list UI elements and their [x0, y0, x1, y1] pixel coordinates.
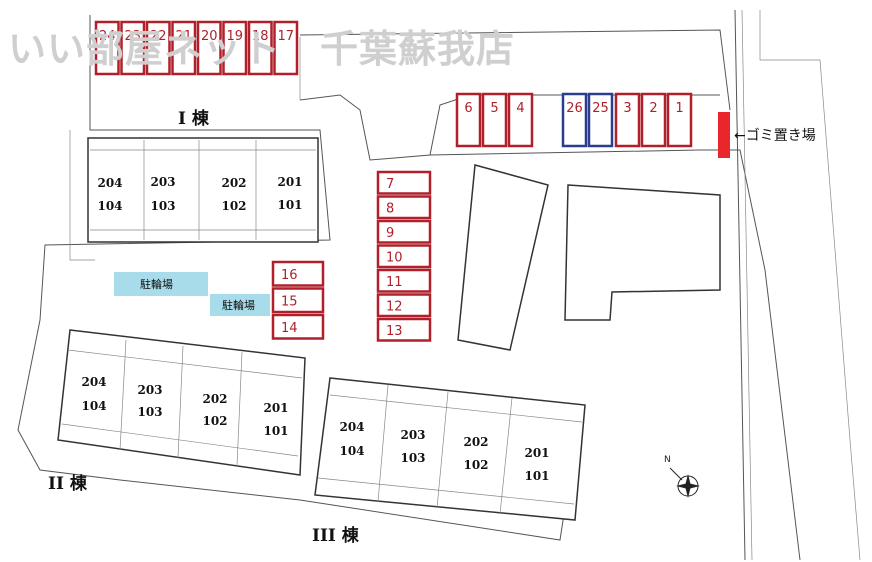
parking-slot-number: 25 — [592, 101, 609, 116]
garbage-area: ←ゴミ置き場 — [718, 112, 816, 158]
bicycle-parking-label-1: 駐輪場 — [140, 277, 173, 291]
parking-slot-number: 24 — [99, 29, 116, 44]
unit-lower: 103 — [400, 451, 425, 465]
outline-structures — [457, 164, 721, 351]
parking-slot-number: 17 — [277, 29, 294, 44]
unit-upper: 202 — [463, 435, 488, 449]
unit-upper: 203 — [137, 383, 162, 397]
unit-upper: 204 — [81, 375, 106, 389]
parking-slot-26 — [561, 92, 588, 148]
unit-upper: 203 — [150, 175, 175, 189]
parking-slot-4 — [507, 92, 534, 148]
parking-slot-11 — [376, 268, 432, 293]
parking-slot-number: 3 — [623, 101, 631, 116]
unit-lower: 101 — [524, 469, 549, 483]
parking-slot-14 — [271, 313, 325, 340]
parking-slot-18 — [247, 20, 273, 76]
parking-slot-number: 26 — [566, 101, 583, 116]
unit-lower: 103 — [137, 405, 162, 419]
parking-slot-23 — [120, 20, 146, 76]
parking-slot-21 — [171, 20, 197, 76]
unit-lower: 101 — [277, 198, 302, 212]
unit-upper: 201 — [277, 175, 302, 189]
unit-lower: 103 — [150, 199, 175, 213]
parking-slot-24 — [94, 20, 120, 76]
parking-slot-22 — [145, 20, 171, 76]
parking-slot-number: 15 — [281, 294, 298, 309]
building-1 — [87, 137, 319, 243]
unit-lower: 104 — [97, 199, 122, 213]
parking-slot-number: 6 — [464, 101, 472, 116]
parking-slot-number: 11 — [386, 275, 403, 290]
parking-slot-number: 10 — [386, 250, 403, 265]
bicycle-parking-label-2: 駐輪場 — [222, 298, 255, 312]
parking-slot-number: 9 — [386, 226, 394, 241]
parking-slot-8 — [376, 195, 432, 220]
parking-slot-number: 2 — [649, 101, 657, 116]
unit-lower: 102 — [202, 414, 227, 428]
parking-slot-number: 18 — [252, 29, 269, 44]
parking-slot-number: 12 — [386, 299, 403, 314]
parking-slot-number: 8 — [386, 201, 394, 216]
compass-icon: N — [664, 455, 700, 498]
unit-lower: 102 — [463, 458, 488, 472]
unit-upper: 202 — [221, 176, 246, 190]
parking-slot-number: 22 — [150, 29, 167, 44]
parking-slot-number: 20 — [201, 29, 218, 44]
unit-upper: 204 — [97, 176, 122, 190]
building-3 — [314, 377, 586, 521]
building-1-label: I 棟 — [178, 108, 210, 129]
bicycle-parking-area-1 — [114, 272, 208, 296]
unit-upper: 202 — [202, 392, 227, 406]
garbage-label: ←ゴミ置き場 — [734, 127, 816, 144]
garbage-box — [718, 112, 730, 158]
parking-slot-12 — [376, 293, 432, 318]
parking-slot-number: 21 — [175, 29, 192, 44]
building-3-label: III 棟 — [312, 525, 360, 546]
unit-upper: 201 — [524, 446, 549, 460]
parking-slot-number: 19 — [226, 29, 243, 44]
parking-slot-25 — [587, 92, 614, 148]
parking-slot-13 — [376, 317, 432, 342]
parking-slot-number: 16 — [281, 268, 298, 283]
parking-slot-16 — [271, 260, 325, 287]
parking-slot-3 — [614, 92, 641, 148]
svg-text:N: N — [664, 455, 671, 465]
parking-slot-number: 7 — [386, 177, 394, 192]
bicycle-parking: 駐輪場 駐輪場 — [114, 272, 270, 316]
parking-slot-number: 1 — [675, 101, 683, 116]
parking-slot-2 — [640, 92, 667, 148]
parking-slot-6 — [455, 92, 482, 148]
parking-slot-number: 14 — [281, 321, 298, 336]
unit-upper: 201 — [263, 401, 288, 415]
unit-upper: 203 — [400, 428, 425, 442]
parking-slot-number: 5 — [490, 101, 498, 116]
unit-labels: 204 203 202 201 104 103 102 101 204 203 202 201 104 1… — [81, 175, 549, 483]
parking-slot-10 — [376, 244, 432, 269]
parking-slot-number: 23 — [124, 29, 141, 44]
parking-slot-1 — [666, 92, 693, 148]
site-boundary — [17, 9, 861, 561]
parking-slot-19 — [222, 20, 248, 76]
parking-slot-number: 13 — [386, 324, 403, 339]
unit-upper: 204 — [339, 420, 364, 434]
bicycle-parking-area-2 — [210, 294, 270, 316]
parking-slot-number: 4 — [516, 101, 524, 116]
building-2-label: II 棟 — [48, 473, 88, 494]
unit-lower: 104 — [81, 399, 106, 413]
parking-slot-17 — [273, 20, 299, 76]
parking-slot-20 — [196, 20, 222, 76]
parking-slot-15 — [271, 287, 325, 314]
unit-lower: 104 — [339, 444, 364, 458]
watermark-text: いい部屋ネット 千葉蘇我店 — [8, 27, 516, 71]
parking-slot-9 — [376, 219, 432, 244]
unit-lower: 101 — [263, 424, 288, 438]
parking-slot-7 — [376, 170, 432, 195]
unit-lower: 102 — [221, 199, 246, 213]
parking-slot-5 — [481, 92, 508, 148]
building-2 — [57, 329, 306, 476]
